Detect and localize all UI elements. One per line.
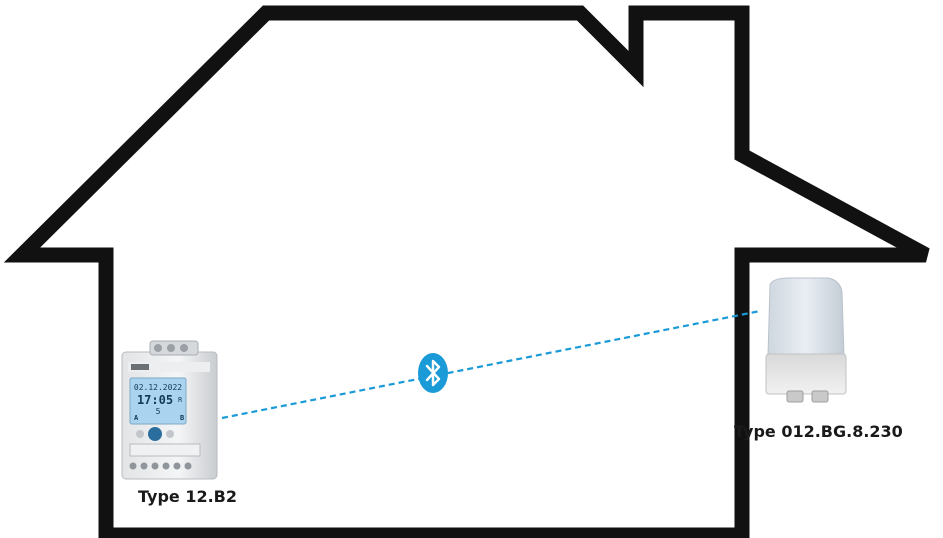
sensor-label: Type 012.BG.8.230 [734, 422, 903, 441]
timer-label: Type 12.B2 [138, 487, 237, 506]
bluetooth-icon [418, 353, 448, 393]
timer-lcd-channel-b: B [180, 414, 184, 422]
timer-nav-button [148, 427, 162, 441]
bluetooth-link [222, 311, 760, 418]
timer-lcd-time: 17:05 [137, 393, 173, 407]
light-sensor-device [760, 274, 878, 412]
timer-lcd-date: 02.12.2022 [134, 383, 182, 392]
timer-device: 02.12.2022 17:05 R 5 A B [122, 341, 217, 479]
timer-lcd-sub: 5 [156, 407, 161, 416]
